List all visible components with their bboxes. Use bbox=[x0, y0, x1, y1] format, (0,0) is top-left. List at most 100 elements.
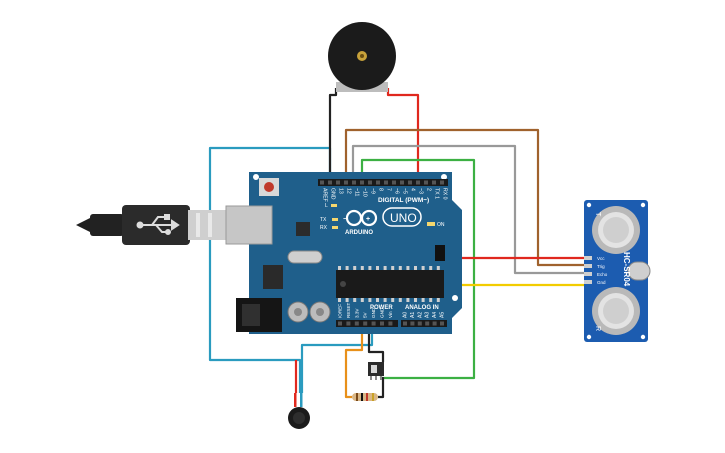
analog-pin-label: A5 bbox=[440, 312, 446, 318]
wire-orange bbox=[344, 325, 364, 399]
digital-pin[interactable] bbox=[328, 180, 332, 185]
digital-pin-label: ~3 bbox=[418, 188, 424, 194]
digital-pin[interactable] bbox=[344, 180, 348, 185]
digital-pin[interactable] bbox=[352, 180, 356, 185]
analog-pin[interactable] bbox=[417, 321, 422, 326]
analog-pin-label: A0 bbox=[403, 312, 409, 318]
digital-pin-label: 12 bbox=[346, 188, 352, 194]
digital-pin-label: 13 bbox=[338, 188, 344, 194]
power-pin[interactable] bbox=[338, 321, 342, 326]
digital-pin[interactable] bbox=[440, 180, 444, 185]
resistor[interactable] bbox=[352, 393, 378, 401]
brand-label: ARDUINO bbox=[345, 230, 373, 236]
power-on-led bbox=[427, 222, 435, 226]
power-pin[interactable] bbox=[354, 321, 359, 326]
power-pin-label: 5V bbox=[363, 311, 368, 318]
analog-pin-label: A1 bbox=[410, 312, 416, 318]
digital-pin[interactable] bbox=[368, 180, 372, 185]
digital-pin-label: AREF bbox=[322, 188, 328, 202]
wire-buzzer-black bbox=[328, 88, 338, 180]
power-pin[interactable] bbox=[363, 321, 368, 326]
sensor-pin-label: Gnd bbox=[597, 280, 606, 285]
digital-pin[interactable] bbox=[416, 180, 420, 185]
usb-b-jack bbox=[225, 205, 273, 245]
rx-label: RX bbox=[320, 225, 328, 231]
digital-pin[interactable] bbox=[320, 180, 324, 185]
digital-pin-label: TX 1 bbox=[434, 188, 440, 199]
analog-pin[interactable] bbox=[440, 321, 444, 326]
power-pin-label: GND bbox=[371, 307, 376, 318]
power-pin-label: GND bbox=[380, 307, 385, 318]
digital-pin-label: ~11 bbox=[354, 188, 360, 197]
digital-pin-label: 4 bbox=[410, 188, 416, 191]
analog-pin[interactable] bbox=[432, 321, 437, 326]
power-pin[interactable] bbox=[371, 321, 376, 326]
vibration-motor[interactable] bbox=[288, 393, 310, 429]
piezo-buzzer[interactable] bbox=[328, 22, 396, 92]
svg-text:R: R bbox=[594, 326, 601, 331]
svg-text:T: T bbox=[594, 212, 601, 217]
analog-pin-label: A3 bbox=[425, 312, 431, 318]
digital-pin[interactable] bbox=[384, 180, 388, 185]
wire-black-switch bbox=[367, 325, 385, 362]
on-label: ON bbox=[437, 222, 445, 228]
svg-text:+: + bbox=[366, 216, 370, 223]
digital-pin[interactable] bbox=[392, 180, 396, 185]
usb-strain-relief bbox=[90, 214, 124, 236]
sensor-pin[interactable] bbox=[584, 256, 592, 260]
power-pin[interactable] bbox=[388, 321, 393, 326]
power-pin-label: 3.3V bbox=[354, 308, 359, 318]
digital-pin-label: ~10 bbox=[362, 188, 368, 197]
power-pin-label: RESET bbox=[346, 302, 351, 318]
transducer-bottom bbox=[592, 287, 640, 335]
digital-pin-label: ~5 bbox=[402, 188, 408, 194]
analog-header[interactable] bbox=[401, 320, 447, 327]
digital-pin-label: 7 bbox=[386, 188, 392, 191]
wire-brown bbox=[344, 128, 585, 267]
digital-pin[interactable] bbox=[376, 180, 380, 185]
digital-pin[interactable] bbox=[360, 180, 364, 185]
analog-pin-label: A4 bbox=[432, 312, 438, 318]
sensor-pin[interactable] bbox=[584, 272, 592, 276]
digital-pin[interactable] bbox=[336, 180, 340, 185]
digital-pin-label: RX 0 bbox=[442, 188, 448, 200]
digital-header-label: DIGITAL (PWM~) bbox=[378, 197, 429, 204]
digital-pin[interactable] bbox=[432, 180, 436, 185]
tx-label: TX bbox=[320, 217, 327, 223]
usb-cable[interactable] bbox=[76, 205, 226, 245]
usb-metal-shield bbox=[188, 210, 226, 240]
sensor-pin[interactable] bbox=[584, 264, 592, 268]
l-led bbox=[331, 204, 337, 207]
analog-pin[interactable] bbox=[410, 321, 415, 326]
sensor-pin[interactable] bbox=[584, 280, 592, 284]
power-pin[interactable] bbox=[346, 321, 351, 326]
analog-header-label: ANALOG IN bbox=[405, 305, 439, 311]
switch-knob[interactable] bbox=[371, 365, 377, 373]
icsp-header bbox=[435, 245, 445, 261]
digital-pin[interactable] bbox=[400, 180, 404, 185]
power-pin-label: IOREF bbox=[338, 304, 343, 318]
resistor-body bbox=[352, 393, 378, 401]
slide-switch[interactable] bbox=[368, 362, 384, 380]
power-pin-label: Vin bbox=[388, 311, 393, 318]
sensor-pin-label: Echo bbox=[597, 272, 608, 277]
digital-header[interactable] bbox=[318, 179, 448, 186]
uno-badge bbox=[382, 207, 422, 227]
digital-pin-label: ~6 bbox=[394, 188, 400, 194]
usb-symbol-icon bbox=[136, 214, 180, 235]
wire-buzzer-red bbox=[386, 88, 420, 180]
voltage-regulator bbox=[263, 265, 283, 289]
analog-pin[interactable] bbox=[425, 321, 430, 326]
analog-pin[interactable] bbox=[403, 321, 407, 326]
sensor-model-label: HC-SR04 bbox=[622, 252, 631, 287]
digital-pin-label: ~9 bbox=[370, 188, 376, 194]
wire-gray bbox=[351, 144, 585, 275]
power-pin[interactable] bbox=[380, 321, 384, 326]
digital-pin[interactable] bbox=[408, 180, 412, 185]
sensor-pin-label: Vcc bbox=[597, 256, 605, 261]
digital-pin-label: 8 bbox=[378, 188, 384, 191]
digital-pin[interactable] bbox=[424, 180, 428, 185]
